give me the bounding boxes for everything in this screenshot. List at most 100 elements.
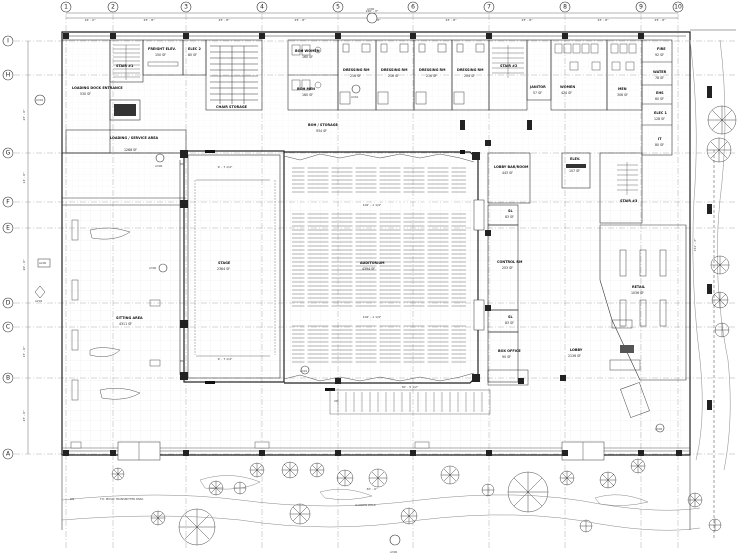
tree-south-7 (281, 461, 299, 479)
left-dim-4: 15' - 0" (22, 346, 26, 358)
room-lobby-bar-area: 443 SF (502, 171, 513, 175)
stage-dim-top: 9' - 7 1/4" (218, 165, 233, 169)
room-chair-storage-name: CHAIR STORAGE (216, 105, 248, 109)
tree-south-13 (481, 483, 495, 497)
room-janitor-area: 57 SF (533, 91, 542, 95)
floor-tile-hatch (62, 200, 684, 455)
tree-east-3 (710, 255, 730, 275)
dn-label-stage-bottom: DN (180, 359, 184, 363)
stage-area (179, 150, 285, 384)
stage-dim-bottom: 9' - 7 1/4" (218, 357, 233, 361)
dim-3-4: 25' - 8" (219, 18, 231, 22)
room-labels: LOADING DOCK ENTRANCE 530 SF FREIGHT ELE… (72, 47, 667, 359)
room-lobby-name: LOBBY (570, 348, 583, 352)
loading-dock-rooms (61, 39, 263, 154)
room-elec2-area: 80 SF (188, 53, 197, 57)
room-boh-storage-area: 934 SF (316, 129, 327, 133)
row-grid-bubbles: I H G F E D C B A (2, 35, 14, 460)
dim-9-10: 25' - 8" (655, 18, 667, 22)
left-dim-3: 20' - 0" (22, 259, 26, 271)
tree-south-2 (150, 510, 166, 526)
room-boh-storage-name: BOH / STORAGE (308, 123, 339, 127)
tree-south-1 (111, 467, 125, 481)
tree-south-21 (708, 518, 722, 532)
column-grid-bubbles: 1 2 3 4 5 6 7 8 9 10 (60, 1, 684, 13)
room-boh-men-area: 160 SF (302, 93, 313, 97)
room-loading-dock-area: 530 SF (80, 92, 91, 96)
structural-columns (63, 33, 712, 456)
tree-east-4 (711, 291, 729, 309)
room-loading-service-area: 1268 SF (124, 148, 137, 152)
tree-south-20 (687, 492, 703, 508)
room-freight-elev-area: 150 SF (155, 53, 166, 57)
grid-col-7: 7 (487, 4, 491, 11)
east-dimension: 131' - 3" (693, 238, 697, 251)
room-box-office-area: 90 SF (502, 355, 511, 359)
room-boh-women-area: 160 SF (302, 55, 313, 59)
room-janitor-name: JANITOR (529, 85, 546, 89)
room-loading-dock-name: LOADING DOCK ENTRANCE (72, 86, 123, 90)
elevation-marker-left: A202 (34, 285, 46, 303)
elevation-marker-lobby: A305 (655, 423, 665, 433)
grid-row-C: C (6, 324, 10, 331)
room-sl-upper-name: SL (508, 209, 513, 213)
room-stair2-name: STAIR #2 (500, 64, 518, 68)
room-boh-women-name: BOH WOMEN (295, 49, 320, 53)
room-dressing4-name: DRESSING RM (457, 68, 484, 72)
canopy-dim: 30' - 0" (367, 487, 379, 491)
room-auditorium-area: 4394 SF (362, 267, 375, 271)
room-stair1-name: STAIR #1 (116, 64, 134, 68)
room-freight-elev-name: FREIGHT ELEV. (148, 47, 176, 51)
park-path-note: TO: MUSIC TRANSMITTER PARK (99, 497, 143, 501)
left-dim-2: 14' - 0" (22, 172, 26, 184)
tree-south-15 (559, 470, 575, 486)
svg-text:A301: A301 (300, 369, 307, 373)
svg-text:A202: A202 (35, 299, 42, 303)
room-elec1-name: ELEC 1 (654, 111, 667, 115)
svg-text:A300: A300 (390, 550, 397, 554)
grid-col-4: 4 (260, 4, 264, 11)
dim-2-3: 25' - 8" (144, 18, 156, 22)
tree-east-1 (707, 105, 737, 135)
elevation-marker-stage: A300 (149, 263, 168, 273)
grid-col-1: 1 (64, 4, 68, 11)
room-women-area: 424 SF (561, 91, 572, 95)
svg-text:A305: A305 (655, 427, 662, 431)
svg-text:A301: A301 (351, 95, 358, 99)
garden-walk-label: GARDEN WALK (355, 503, 376, 507)
room-dressing3-name: DRESSING RM (419, 68, 446, 72)
room-elec2-name: ELEC 2 (188, 47, 201, 51)
dim-7-8: 25' - 8" (522, 18, 534, 22)
boh-rooms (287, 39, 490, 111)
grid-col-6: 6 (411, 4, 415, 11)
tree-south-8 (309, 462, 325, 478)
auditorium-dim-bottom: 102' - 1 1/4" (363, 315, 382, 319)
retail-store (599, 224, 687, 418)
svg-text:A300: A300 (367, 7, 374, 11)
room-stage-area: 2364 SF (217, 267, 230, 271)
east-service-core (488, 39, 673, 224)
east-landscape: 131' - 3" (689, 29, 736, 540)
tree-south-16 (599, 471, 617, 489)
room-auditorium-name: AUDITORIUM (360, 261, 385, 265)
section-marker-top: A300 (366, 7, 378, 24)
dn-label-stage-top: DN (180, 162, 184, 166)
room-dressing1-name: DRESSING RM (343, 68, 370, 72)
room-lobby-bar-name: LOBBY BAR/ROOM (494, 165, 529, 169)
section-marker-bottom: A300 (389, 534, 401, 554)
tree-east-2 (706, 137, 732, 163)
tree-south-3 (178, 508, 216, 546)
room-sl-lower-name: SL (508, 315, 513, 319)
room-stage-name: STAGE (218, 261, 231, 265)
grid-row-E: E (6, 225, 10, 232)
grid-row-H: H (6, 72, 11, 79)
elevation-marker-stage-bottom: A301 (300, 365, 310, 375)
svg-text:A300: A300 (149, 266, 156, 270)
left-dimension-string: 25' - 0" 14' - 0" 20' - 0" 15' - 0" 25' … (22, 41, 29, 454)
grid-row-I: I (7, 38, 9, 45)
landscape-trees (111, 105, 737, 546)
grid-col-2: 2 (111, 4, 115, 11)
room-stair3-name: STAIR #3 (620, 199, 638, 203)
room-loading-service-name: LOADING / SERVICE AREA (110, 136, 159, 140)
lobby-side-rooms (485, 140, 531, 386)
